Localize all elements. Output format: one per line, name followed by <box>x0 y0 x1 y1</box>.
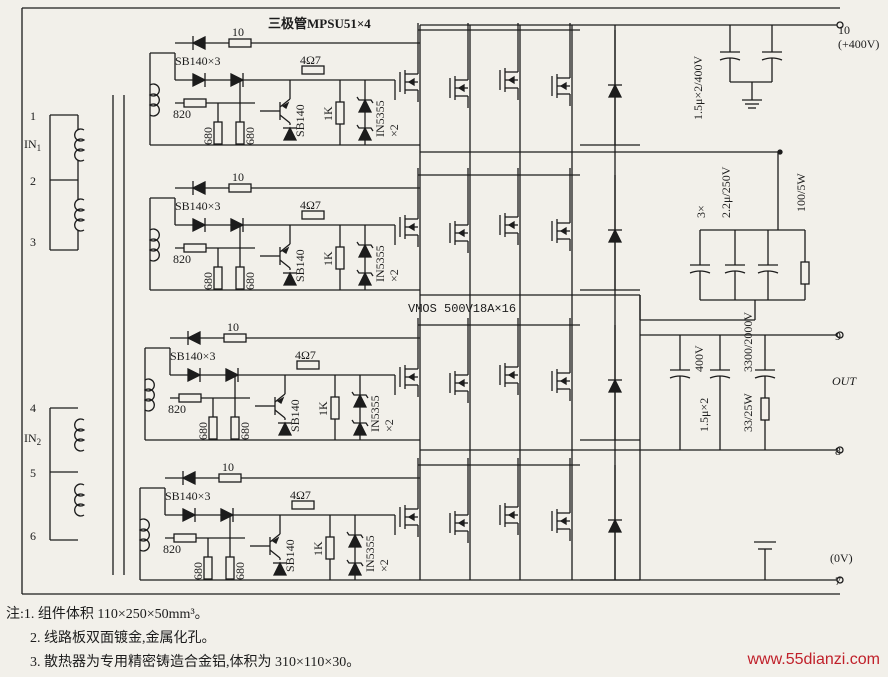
x2-label: ×2 <box>382 419 396 432</box>
x2-label: ×2 <box>387 124 401 137</box>
terminal-2: 2 <box>30 174 36 188</box>
res-100-5w-label: 100/5W <box>794 173 808 212</box>
sb140-label: SB140 <box>293 249 307 282</box>
terminal-out: OUT <box>832 374 857 388</box>
cap-top-label: 1.5μ×2/400V <box>691 55 705 120</box>
in5355-label: IN5355 <box>373 245 387 282</box>
res-1k-label: 1K <box>321 106 335 121</box>
note-1: 注:1. 组件体积 110×250×50mm³。 <box>6 607 209 622</box>
res-680b-label: 680 <box>233 562 247 580</box>
terminal-0v: (0V) <box>830 551 853 565</box>
sb140-label: SB140 <box>293 104 307 137</box>
in5355-label: IN5355 <box>373 100 387 137</box>
res-10-label: 10 <box>232 25 244 39</box>
outer-frame <box>21 7 840 595</box>
x2-label: ×2 <box>377 559 391 572</box>
res-680a-label: 680 <box>196 422 210 440</box>
note-2: 2. 线路板双面镀金,金属化孔。 <box>30 631 216 646</box>
labels-layer: 三极管MPSU51×4 VMOS 500V18A×16 10 (+400V) 9… <box>24 16 879 588</box>
res-820-label: 820 <box>168 402 186 416</box>
sb140-label: SB140 <box>283 539 297 572</box>
res-680a-label: 680 <box>201 272 215 290</box>
input-2-label: IN2 <box>24 431 41 447</box>
vmos-bus-lines <box>419 25 641 580</box>
terminal-3: 3 <box>30 235 36 249</box>
terminal-6: 6 <box>30 529 36 543</box>
transformer-in2 <box>49 407 85 541</box>
terminal-9: 9 <box>835 329 841 343</box>
res-680a-label: 680 <box>191 562 205 580</box>
res-1k-label: 1K <box>316 401 330 416</box>
res-820-label: 820 <box>173 107 191 121</box>
sb140x3-label: SB140×3 <box>170 349 215 363</box>
res-33-25w-label: 33/25W <box>741 393 755 432</box>
res-1k-label: 1K <box>321 251 335 266</box>
transformer-core <box>112 95 125 575</box>
in5355-label: IN5355 <box>368 395 382 432</box>
output-network <box>420 21 844 584</box>
cap-out-15: 1.5μ×2 <box>697 398 711 432</box>
sb140x3-label: SB140×3 <box>175 54 220 68</box>
notes-block: 注:1. 组件体积 110×250×50mm³。 2. 线路板双面镀金,金属化孔… <box>6 603 360 675</box>
terminal-7: 7 <box>835 574 841 588</box>
terminal-10: 10 <box>838 23 850 37</box>
terminal-10-volt: (+400V) <box>838 37 879 51</box>
watermark: www.55dianzi.com <box>747 651 881 668</box>
res-10-label: 10 <box>227 320 239 334</box>
sb140x3-label: SB140×3 <box>175 199 220 213</box>
res-1k-label: 1K <box>311 541 325 556</box>
vmos-note: VMOS 500V18A×16 <box>408 302 516 316</box>
res-47-label: 4Ω7 <box>290 488 311 502</box>
res-680a-label: 680 <box>201 127 215 145</box>
res-47-label: 4Ω7 <box>295 348 316 362</box>
res-680b-label: 680 <box>243 127 257 145</box>
terminal-5: 5 <box>30 466 36 480</box>
res-10-label: 10 <box>232 170 244 184</box>
res-47-label: 4Ω7 <box>300 198 321 212</box>
res-47-label: 4Ω7 <box>300 53 321 67</box>
note-3: 3. 散热器为专用精密铸造合金铝,体积为 310×110×30。 <box>30 655 361 670</box>
sb140-label: SB140 <box>288 399 302 432</box>
cap-mid-label: 2.2μ/250V <box>719 166 733 218</box>
terminal-1: 1 <box>30 109 36 123</box>
sb140x3-label: SB140×3 <box>165 489 210 503</box>
res-680b-label: 680 <box>238 422 252 440</box>
input-1-label: IN1 <box>24 137 41 153</box>
cap-mid-count: 3× <box>694 205 708 218</box>
res-680b-label: 680 <box>243 272 257 290</box>
transformer-in1 <box>49 114 85 251</box>
res-820-label: 820 <box>173 252 191 266</box>
cap-out-3300: 3300/2000V <box>741 312 755 372</box>
in5355-label: IN5355 <box>363 535 377 572</box>
terminal-8: 8 <box>835 444 841 458</box>
cap-out-400v: 400V <box>692 345 706 372</box>
x2-label: ×2 <box>387 269 401 282</box>
terminal-4: 4 <box>30 401 36 415</box>
res-10-label: 10 <box>222 460 234 474</box>
transistor-note: 三极管MPSU51×4 <box>268 16 371 31</box>
res-820-label: 820 <box>163 542 181 556</box>
